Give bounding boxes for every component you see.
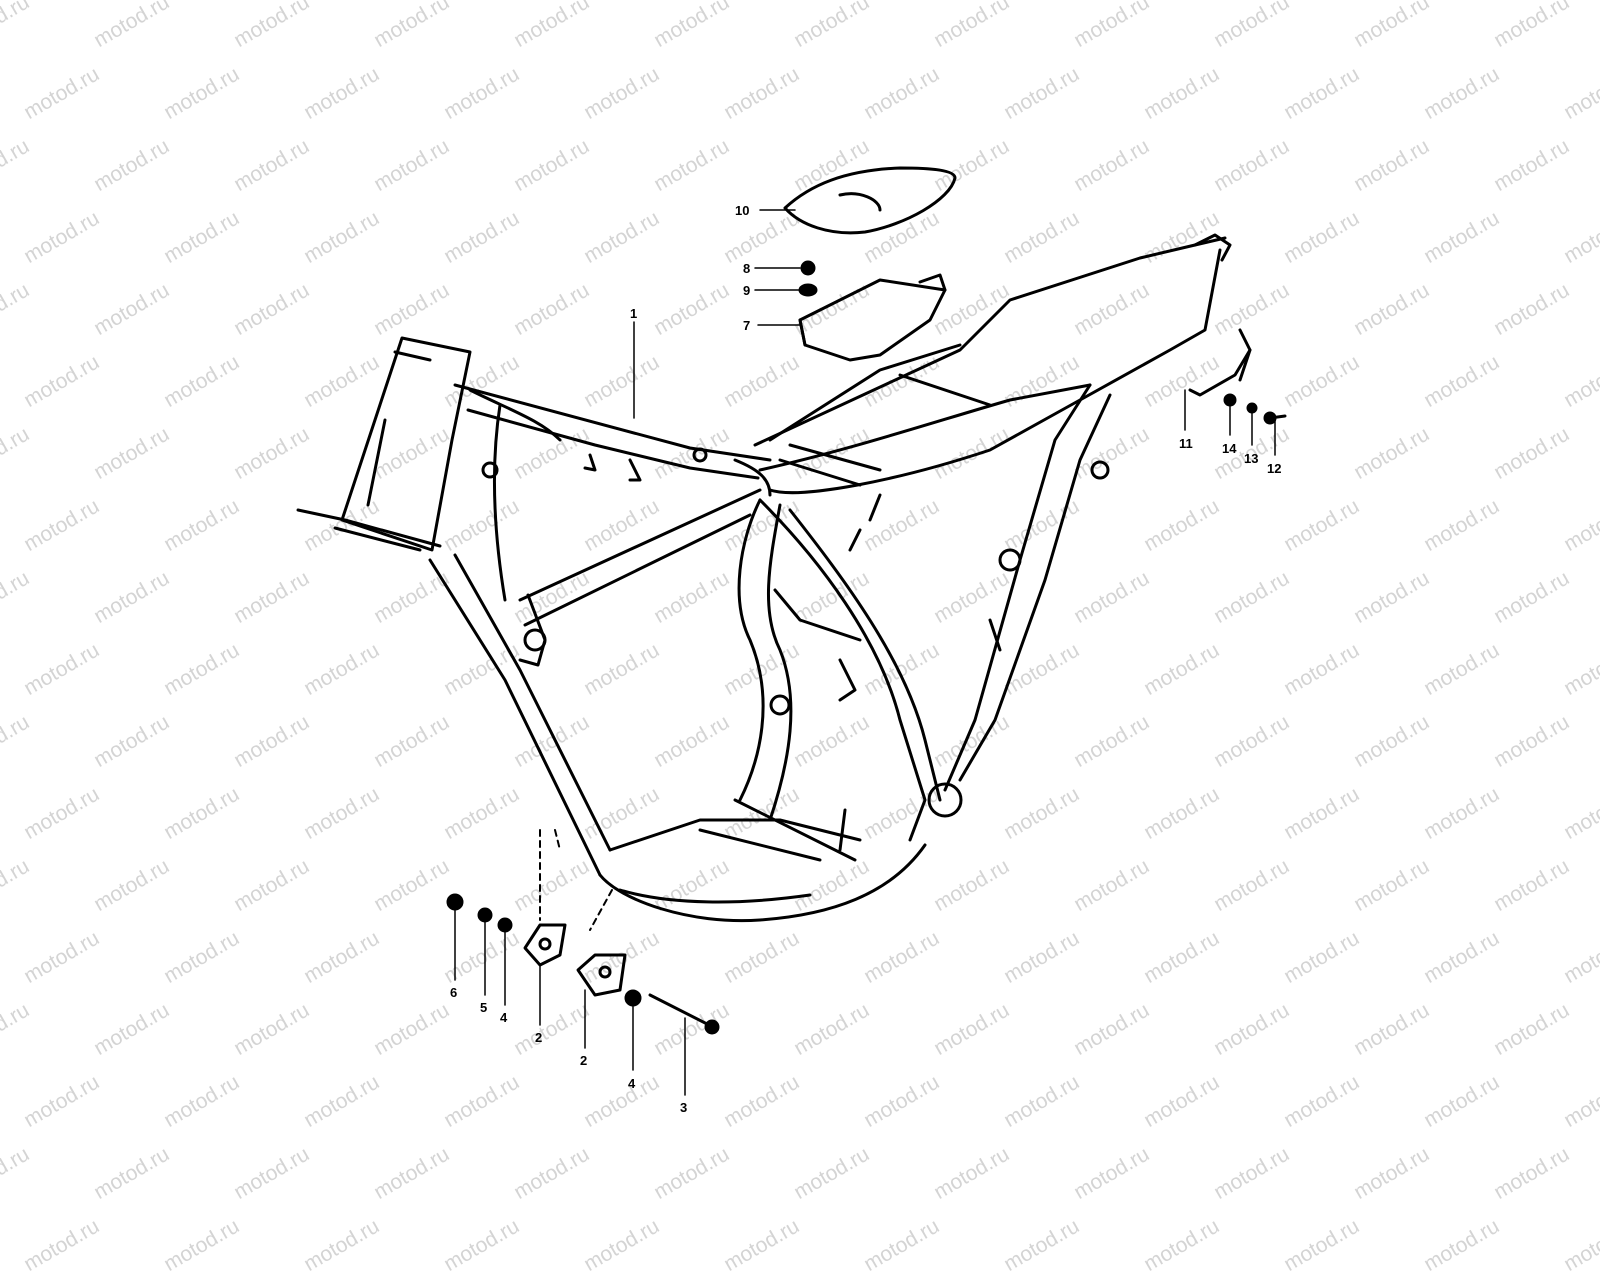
callout-labels: 1 10 8 9 7 11 14 13 12 6 5 4 2 2 4 3	[450, 203, 1281, 1115]
fasteners-12-14	[1223, 393, 1287, 425]
head-pipe	[296, 336, 472, 552]
callout-4b: 4	[628, 1076, 636, 1091]
bracket-part-11	[1188, 328, 1252, 397]
mount-plate-part-2b	[576, 953, 627, 997]
watermark-text: motod.ru	[860, 1214, 944, 1276]
seat-rails	[753, 233, 1232, 495]
watermark-text: motod.ru	[300, 1214, 384, 1276]
washer-part-9	[798, 283, 818, 297]
engine-mounts	[583, 447, 882, 852]
rear-stays	[943, 383, 1112, 792]
lower-cradle	[598, 782, 963, 923]
watermark-text: motod.ru	[1140, 1214, 1224, 1276]
callout-8: 8	[743, 261, 750, 276]
diagonal-brace	[518, 488, 762, 667]
callout-5: 5	[480, 1000, 487, 1015]
assembly-line	[539, 829, 613, 931]
watermark-text: motod.ru	[1560, 1214, 1600, 1276]
watermark-text: motod.ru	[1420, 1214, 1504, 1276]
callout-3: 3	[680, 1100, 687, 1115]
front-down-tube	[428, 553, 612, 877]
mount-plate-part-2a	[523, 923, 567, 967]
head-gusset	[468, 388, 562, 602]
callout-2a: 2	[535, 1030, 542, 1045]
callout-6: 6	[450, 985, 457, 1000]
callout-12: 12	[1267, 461, 1281, 476]
watermark-text: motod.ru	[1280, 1214, 1364, 1276]
nut-part-6	[446, 893, 464, 911]
seat-part-10	[783, 166, 957, 235]
callout-1: 1	[630, 306, 637, 321]
rear-cross-members	[778, 373, 992, 487]
callout-9: 9	[743, 283, 750, 298]
callout-11: 11	[1179, 436, 1193, 451]
callout-7: 7	[743, 318, 750, 333]
callout-4a: 4	[500, 1010, 508, 1025]
frame-parts-diagram: 1 10 8 9 7 11 14 13 12 6 5 4 2 2 4 3	[296, 166, 1287, 1115]
watermark-text: motod.ru	[440, 1214, 524, 1276]
watermark-text: motod.ru	[1000, 1214, 1084, 1276]
top-tube	[453, 383, 772, 497]
watermark-text: motod.ru	[720, 1214, 804, 1276]
callout-14: 14	[1222, 441, 1237, 456]
leader-lines	[454, 209, 1276, 1096]
watermark-text: motod.ru	[580, 1214, 664, 1276]
watermark-text: motod.ru	[160, 1214, 244, 1276]
callout-10: 10	[735, 203, 749, 218]
callout-13: 13	[1244, 451, 1258, 466]
holder-part-7	[798, 273, 947, 362]
watermark-text: motod.ru	[20, 1214, 104, 1276]
callout-2b: 2	[580, 1053, 587, 1068]
centre-loop	[737, 498, 942, 842]
nut-part-4a	[497, 917, 513, 933]
bolt-part-8	[800, 260, 816, 276]
bolt-part-3	[648, 993, 720, 1035]
washer-part-5	[477, 907, 493, 923]
nut-part-4b	[624, 989, 642, 1007]
